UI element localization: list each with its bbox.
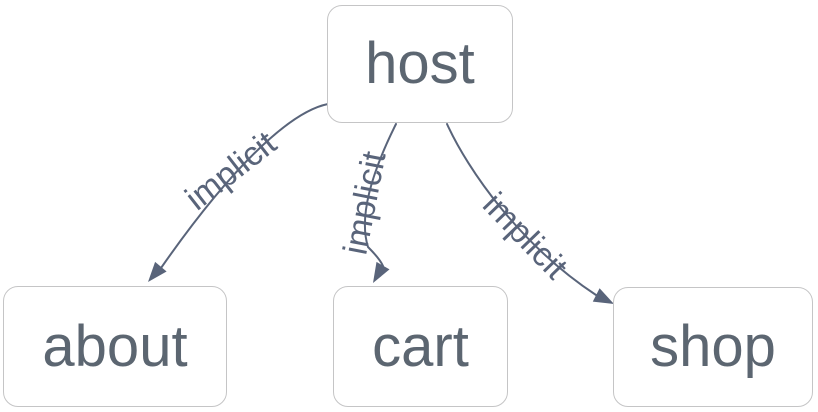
node-cart-label: cart [372,313,469,379]
edge-line-host-shop [446,123,597,296]
arrowhead-icon [148,261,167,282]
edge-line-host-about [160,103,329,269]
edge-host-shop: implicit [446,123,614,304]
node-shop[interactable]: shop [613,287,813,407]
node-cart[interactable]: cart [333,286,508,407]
node-about-label: about [42,313,188,379]
arrowhead-icon [373,261,390,283]
edge-label-host-about: implicit [178,124,284,218]
node-host[interactable]: host [327,5,513,123]
node-shop-label: shop [650,314,776,379]
edge-label-host-cart: implicit [336,148,393,258]
node-about[interactable]: about [3,286,227,407]
edge-label-host-shop: implicit [475,185,575,287]
arrowhead-icon [592,288,614,304]
edge-host-cart: implicit [336,123,397,283]
edge-host-about: implicit [148,103,329,282]
edge-line-host-cart [363,123,397,267]
node-host-label: host [365,31,475,96]
